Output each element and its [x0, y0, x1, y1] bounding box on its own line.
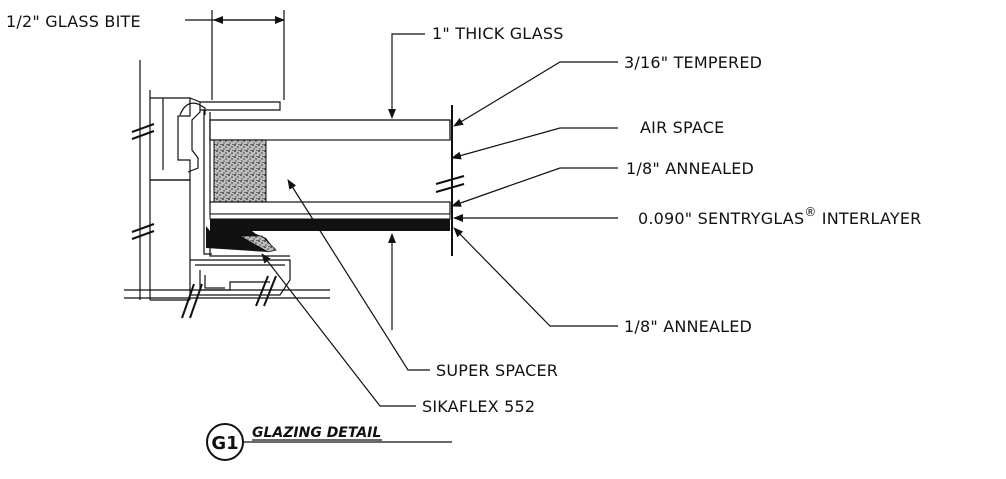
annealed-lite-bottom: [210, 219, 450, 231]
glass-unit: [206, 105, 453, 257]
glass-bite-dimension: [185, 10, 285, 100]
detail-tag: G1: [211, 433, 238, 454]
detail-title: G1 GLAZING DETAIL: [206, 423, 452, 461]
label-tempered: 3/16" TEMPERED: [624, 53, 762, 72]
sikaflex-bead: [206, 226, 272, 252]
label-glass-bite: 1/2" GLASS BITE: [6, 12, 141, 31]
label-interlayer-tail: INTERLAYER: [817, 209, 922, 228]
sentryglas-interlayer: [209, 213, 451, 220]
label-interlayer-main: 0.090" SENTRYGLAS: [638, 209, 804, 228]
annealed-lite-top: [209, 201, 451, 215]
label-interlayer: 0.090" SENTRYGLAS® INTERLAYER: [638, 205, 921, 228]
label-sikaflex: SIKAFLEX 552: [422, 397, 535, 416]
detail-title-text: GLAZING DETAIL: [252, 425, 381, 441]
label-air-space: AIR SPACE: [640, 118, 724, 137]
leader-lines: [261, 61, 618, 407]
label-annealed-bottom: 1/8" ANNEALED: [624, 317, 752, 336]
label-thick-glass: 1" THICK GLASS: [432, 24, 564, 43]
tempered-lite: [209, 119, 451, 141]
label-annealed-top: 1/8" ANNEALED: [626, 159, 754, 178]
label-super-spacer: SUPER SPACER: [436, 361, 558, 380]
break-marks: [131, 123, 465, 319]
thickness-dimension: [388, 33, 425, 330]
super-spacer-block: [213, 139, 267, 203]
label-interlayer-mark: ®: [804, 205, 816, 219]
